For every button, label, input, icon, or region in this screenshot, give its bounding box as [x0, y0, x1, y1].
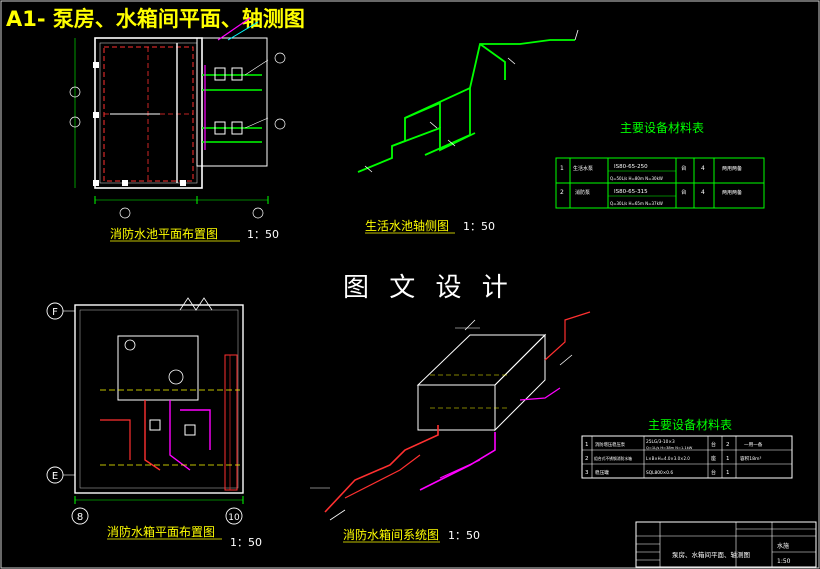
- t1-r1-spec2: Q=50L/s H=80m N=30kW: [610, 176, 663, 181]
- t2-r3-unit: 台: [711, 469, 716, 476]
- t2-r3-no: 3: [585, 470, 589, 476]
- t2-r2-unit: 座: [711, 455, 716, 462]
- t1-r1-unit: 台: [681, 164, 687, 172]
- t2-r2-note: 容积18m³: [740, 455, 762, 462]
- fire-tank-plan-scale: 1：50: [230, 536, 262, 549]
- t2-r1-note: 一用一备: [744, 441, 763, 448]
- fire-pool-plan-scale: 1：50: [247, 228, 279, 241]
- domestic-axon-title: 生活水池轴侧图: [365, 218, 449, 233]
- domestic-axon-diagram: [357, 29, 579, 173]
- t1-r2-unit: 台: [681, 188, 687, 196]
- t1-r1-name: 生活水泵: [573, 165, 593, 172]
- table2-title: 主要设备材料表: [648, 418, 732, 432]
- fire-tank-plan: [46, 297, 244, 525]
- t2-r2-no: 2: [585, 456, 589, 462]
- fire-tank-system-diagram: [310, 311, 591, 521]
- axis-label-10: 10: [228, 513, 240, 523]
- equipment-table-1: 1 生活水泵 IS80-65-250 Q=50L/s H=80m N=30kW …: [555, 157, 765, 209]
- t1-r1-note: 两用两备: [722, 165, 742, 172]
- t2-r1-spec2: Q=1L/s H=38m N=1.1kW: [646, 446, 693, 450]
- domestic-axon-scale: 1：50: [463, 220, 495, 233]
- t1-r2-note: 两用两备: [722, 189, 742, 196]
- t2-r2-qty: 1: [726, 456, 730, 462]
- t2-r1-no: 1: [585, 442, 589, 448]
- t2-r1-qty: 2: [726, 442, 730, 448]
- fire-pool-plan-title: 消防水池平面布置图: [110, 226, 218, 241]
- t2-r3-spec: SQL800×0.6: [646, 470, 673, 476]
- t2-r2-spec: L×B×H=4.0×3.0×2.0: [646, 456, 690, 461]
- t1-r2-no: 2: [560, 189, 564, 196]
- title-block-sheet-no: 水施: [777, 542, 789, 550]
- t2-r2-name: 组合式不锈钢消防水箱: [594, 456, 632, 461]
- t1-r2-spec: IS80-65-315: [614, 189, 648, 195]
- fire-tank-plan-title: 消防水箱平面布置图: [107, 524, 215, 539]
- table1-title: 主要设备材料表: [620, 121, 704, 135]
- sheet-title: A1- 泵房、水箱间平面、轴测图: [6, 7, 305, 31]
- t2-r1-spec: 25LG/3-10×3: [646, 439, 675, 445]
- title-block: [635, 521, 817, 568]
- watermark-text: 图 文 设 计: [343, 273, 514, 303]
- t2-r1-name: 消防增压稳压泵: [595, 441, 626, 448]
- axis-label-e: E: [52, 471, 58, 482]
- axis-label-f: F: [52, 307, 58, 318]
- t1-r2-name: 消防泵: [575, 189, 590, 196]
- t2-r1-unit: 台: [711, 441, 716, 448]
- axis-label-8: 8: [77, 512, 83, 523]
- title-block-scale: 1:50: [777, 558, 791, 565]
- equipment-table-2: 1 消防增压稳压泵 25LG/3-10×3 Q=1L/s H=38m N=1.1…: [581, 435, 793, 479]
- fire-tank-system-title: 消防水箱间系统图: [343, 527, 439, 542]
- t1-r1-no: 1: [560, 165, 564, 172]
- t1-r2-qty: 4: [701, 189, 705, 196]
- t1-r1-spec: IS80-65-250: [614, 164, 648, 170]
- t1-r2-spec2: Q=30L/s H=65m N=37kW: [610, 201, 663, 206]
- t2-r3-name: 稳压罐: [595, 469, 609, 476]
- fire-tank-system-scale: 1：50: [448, 529, 480, 542]
- t1-r1-qty: 4: [701, 165, 705, 172]
- title-block-drawing-name: 泵房、水箱间平面、轴测图: [672, 550, 750, 559]
- t2-r3-qty: 1: [726, 470, 730, 476]
- fire-pool-plan: [69, 17, 286, 219]
